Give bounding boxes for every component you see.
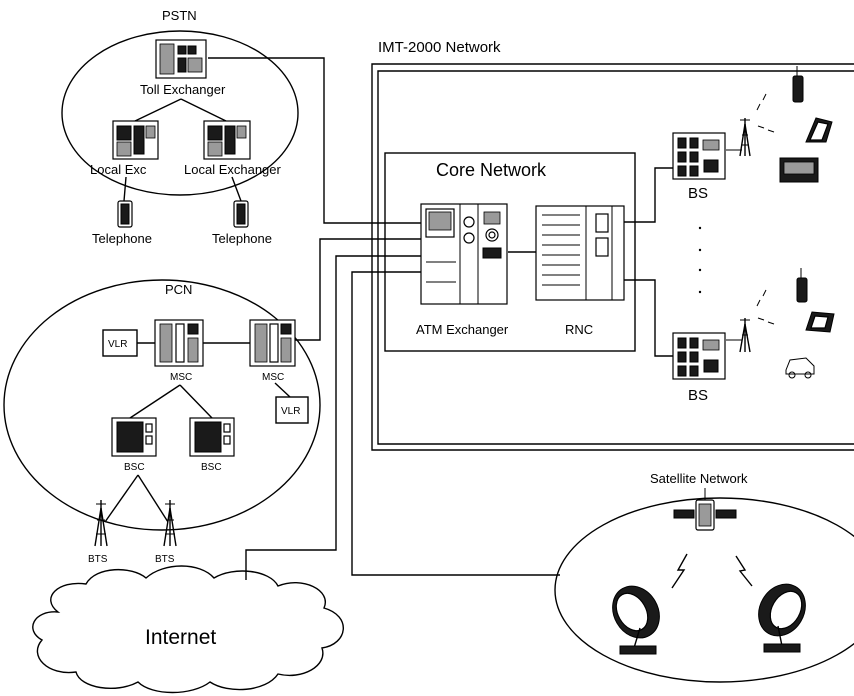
satellite-icon bbox=[673, 488, 737, 531]
local-exchanger-left-label: Local Exc bbox=[90, 162, 147, 177]
msc-left-device bbox=[154, 319, 204, 367]
toll-exchanger-label: Toll Exchanger bbox=[140, 82, 226, 97]
pcn-cloud: PCN VLR MSC MSC VLR bbox=[3, 279, 321, 565]
telephone-left-icon bbox=[117, 200, 133, 228]
bts-right-icon bbox=[163, 500, 177, 547]
antenna-top-icon bbox=[739, 93, 775, 157]
mobile-phone-top-icon bbox=[792, 66, 804, 103]
bsc-left-label: BSC bbox=[124, 462, 145, 473]
laptop-bottom-icon bbox=[805, 311, 835, 333]
vlr-left-box: VLR bbox=[102, 329, 138, 357]
atm-exchanger-device bbox=[420, 203, 508, 305]
computer-top-icon bbox=[779, 157, 819, 183]
bsc-left-device bbox=[111, 417, 157, 457]
satellite-dish-left-icon bbox=[612, 585, 660, 655]
bs-top-label: BS bbox=[688, 185, 708, 202]
vlr-right-box: VLR bbox=[275, 396, 309, 424]
local-exchanger-right-device bbox=[203, 120, 251, 160]
pstn-cloud: PSTN Toll Exchanger Local Exc bbox=[61, 8, 299, 246]
bs-bottom-label: BS bbox=[688, 387, 708, 404]
internet-label: Internet bbox=[145, 626, 216, 649]
rnc-device bbox=[535, 205, 625, 301]
pstn-title: PSTN bbox=[162, 8, 197, 23]
local-exchanger-left-device bbox=[112, 120, 159, 160]
satellite-network-title: Satellite Network bbox=[650, 471, 748, 486]
imt2000-frame: IMT-2000 Network bbox=[371, 39, 854, 451]
bsc-right-device bbox=[189, 417, 235, 457]
satellite-network: Satellite Network bbox=[554, 471, 854, 683]
msc-left-label: MSC bbox=[170, 372, 192, 383]
antenna-bottom-icon bbox=[739, 289, 775, 353]
imt2000-title: IMT-2000 Network bbox=[378, 39, 501, 56]
satellite-dish-right-icon bbox=[758, 583, 806, 653]
bts-left-icon bbox=[94, 500, 108, 547]
bts-right-label: BTS bbox=[155, 554, 175, 565]
toll-exchanger-device bbox=[155, 39, 207, 79]
mobile-phone-bottom-icon bbox=[796, 268, 808, 303]
core-network-title: Core Network bbox=[436, 160, 547, 180]
local-exchanger-right-label: Local Exchanger bbox=[184, 162, 282, 177]
msc-right-device bbox=[249, 319, 296, 367]
ellipsis-dots bbox=[698, 226, 702, 294]
internet-cloud: Internet bbox=[32, 565, 344, 694]
core-network-box: Core Network bbox=[384, 152, 636, 352]
vlr-right-label: VLR bbox=[281, 406, 300, 417]
laptop-top-icon bbox=[805, 117, 833, 143]
bts-left-label: BTS bbox=[88, 554, 108, 565]
bs-bottom-device bbox=[672, 332, 726, 380]
bs-top-device bbox=[672, 132, 726, 180]
bsc-right-label: BSC bbox=[201, 462, 222, 473]
connection-lines bbox=[208, 57, 742, 580]
atm-exchanger-label: ATM Exchanger bbox=[416, 322, 509, 337]
vlr-left-label: VLR bbox=[108, 339, 127, 350]
msc-right-label: MSC bbox=[262, 372, 284, 383]
telephone-right-label: Telephone bbox=[212, 231, 272, 246]
rnc-label: RNC bbox=[565, 322, 593, 337]
telephone-right-icon bbox=[233, 200, 249, 228]
telephone-left-label: Telephone bbox=[92, 231, 152, 246]
car-icon bbox=[785, 357, 815, 379]
pcn-title: PCN bbox=[165, 282, 192, 297]
